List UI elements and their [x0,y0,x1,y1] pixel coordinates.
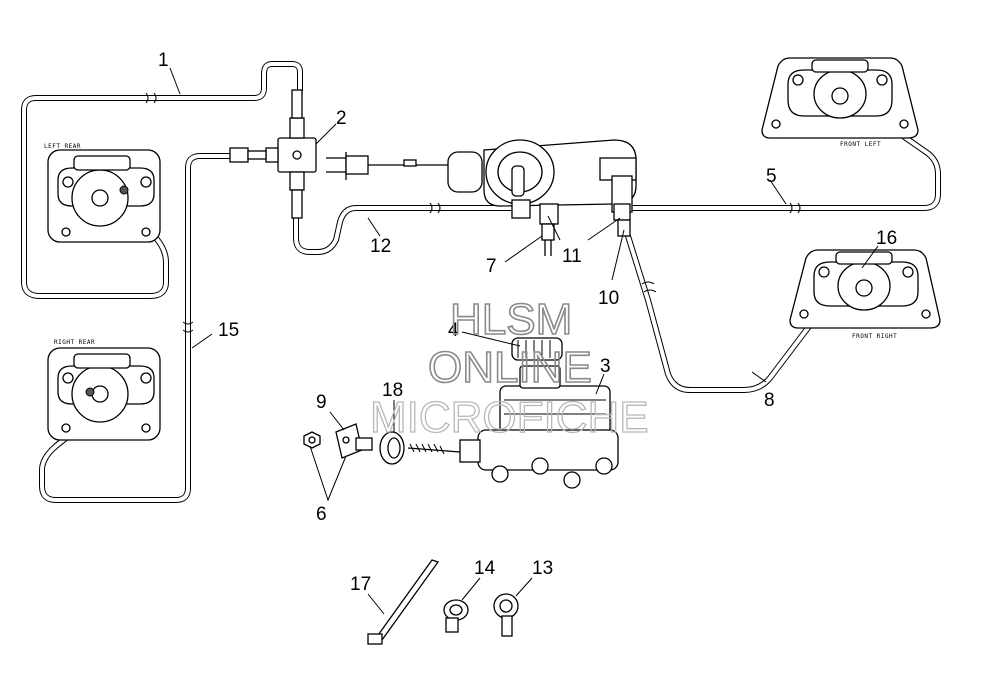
callout-6: 6 [316,504,327,525]
nut-6 [303,431,321,449]
watermark-line2: ONLINE [428,343,592,392]
clip-14 [443,599,469,633]
clip-13 [493,593,519,637]
callout-7: 7 [486,256,497,277]
brake-line-1 [21,61,303,299]
callout-9: 9 [316,392,327,413]
clevis-9 [335,423,373,459]
label-front-left: FRONT LEFT [840,141,881,148]
callout-17: 17 [350,574,371,595]
callout-14: 14 [474,558,496,579]
caliper-left-rear [47,149,161,243]
tee-block [229,89,317,219]
brake-line-12 [293,197,523,255]
caliper-front-right [789,249,941,329]
boot-18 [379,431,405,465]
label-right-rear: RIGHT REAR [54,339,95,346]
callout-16: 16 [876,228,897,249]
brake-line-15 [39,153,239,503]
callout-8: 8 [764,390,775,411]
callout-4: 4 [448,320,459,341]
brake-line-8 [625,233,829,393]
caliper-front-left [761,57,919,139]
callout-10: 10 [598,288,619,309]
master-cylinder-3 [407,337,619,489]
callout-2: 2 [336,108,347,129]
callout-18: 18 [382,380,403,401]
callout-3: 3 [600,356,611,377]
callout-12: 12 [370,236,391,257]
label-left-rear: LEFT REAR [44,143,81,150]
master-cylinder-assembly [447,139,637,256]
cable-tie-17 [367,559,440,645]
callout-13: 13 [532,558,553,579]
callout-1: 1 [158,50,169,71]
callout-5: 5 [766,166,777,187]
watermark: HLSM ONLINE MICROFICHE [369,294,649,442]
callout-15: 15 [218,320,239,341]
watermark-line1: HLSM [450,295,572,344]
callout-11: 11 [562,246,582,267]
brake-line-5 [625,117,941,214]
brake-switch-connector [326,152,452,180]
caliper-right-rear [47,347,161,441]
label-front-right: FRONT RIGHT [852,333,897,340]
leader-lines [169,67,879,615]
watermark-line3: MICROFICHE [370,393,649,442]
